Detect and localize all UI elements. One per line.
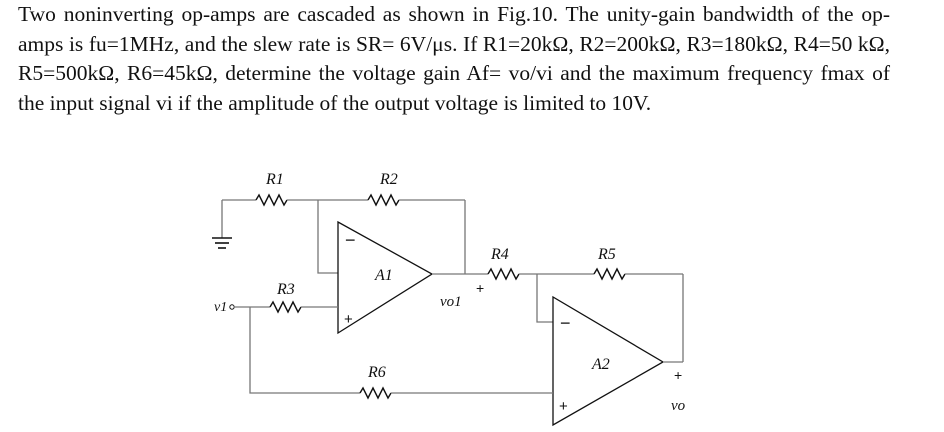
resistor-r2 bbox=[367, 193, 400, 207]
a1-minus-sign: − bbox=[345, 230, 356, 250]
resistor-r6 bbox=[359, 386, 392, 400]
opamp-a1 bbox=[337, 220, 434, 335]
problem-text: Two noninverting op-amps are cascaded as… bbox=[18, 2, 890, 115]
a2-minus-sign: − bbox=[560, 313, 571, 333]
label-vo1: vo1 bbox=[440, 294, 462, 310]
ground-icon bbox=[212, 200, 232, 249]
label-a1: A1 bbox=[374, 267, 393, 284]
problem-statement: Two noninverting op-amps are cascaded as… bbox=[18, 0, 890, 118]
wire-a1-inverting bbox=[317, 200, 338, 274]
label-vo: vo bbox=[671, 398, 686, 414]
a1-plus-sign: + bbox=[344, 311, 353, 328]
label-vi: v1 bbox=[214, 300, 227, 315]
resistor-r4 bbox=[487, 267, 520, 281]
label-r1: R1 bbox=[265, 171, 284, 188]
vo-plus-sign: + bbox=[674, 367, 682, 383]
wire-a2-inverting bbox=[536, 274, 553, 323]
label-a2: A2 bbox=[591, 356, 610, 373]
resistor-r5 bbox=[593, 267, 626, 281]
input-terminal bbox=[229, 304, 235, 310]
wire-r6-path bbox=[249, 307, 360, 394]
resistor-r1 bbox=[255, 193, 288, 207]
label-r5: R5 bbox=[597, 246, 616, 263]
label-r6: R6 bbox=[367, 364, 386, 381]
label-r2: R2 bbox=[379, 171, 398, 188]
label-r3: R3 bbox=[276, 281, 295, 298]
label-r4: R4 bbox=[490, 246, 509, 263]
resistor-r3 bbox=[269, 300, 302, 314]
vo1-plus-sign: + bbox=[476, 280, 484, 296]
a2-plus-sign: + bbox=[559, 398, 568, 415]
opamp-a2 bbox=[552, 295, 665, 427]
